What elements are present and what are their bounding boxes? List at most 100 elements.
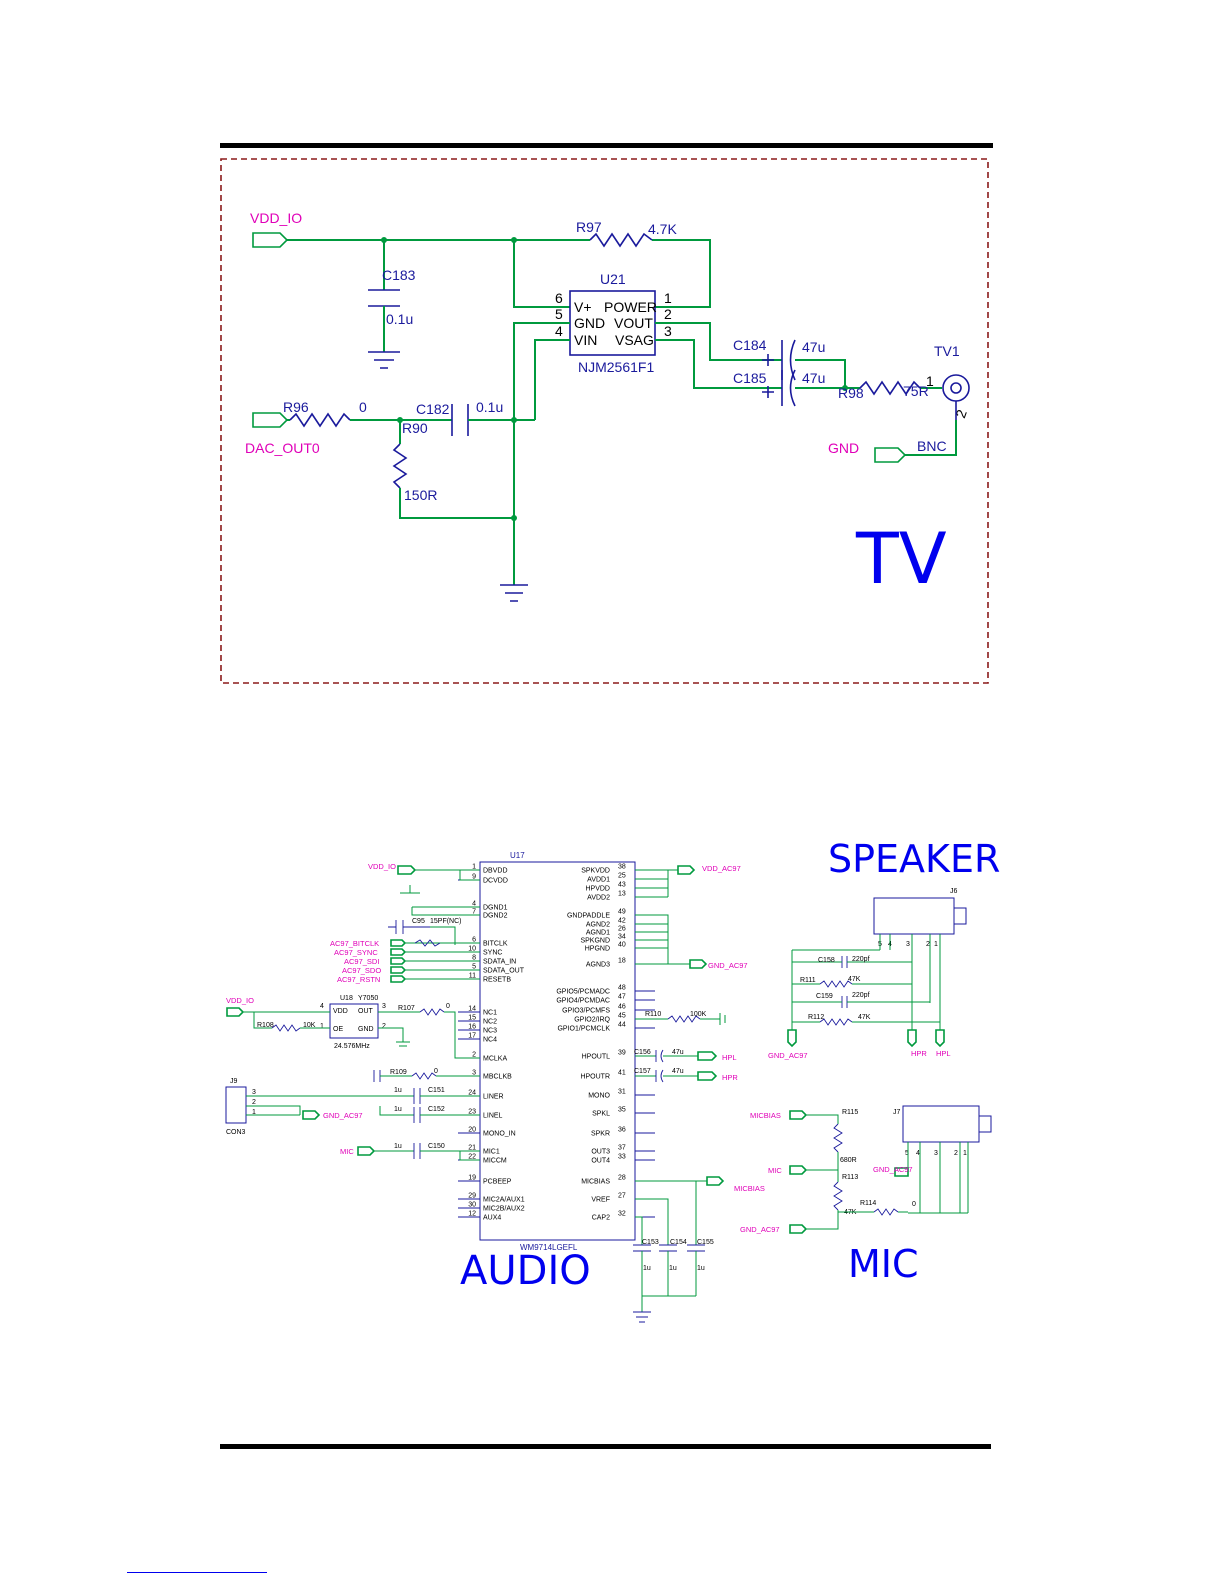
u17-pin-name: MICBIAS [581,1179,610,1186]
j9-ref: J9 [230,1078,238,1085]
c159-value: 220pf [852,992,870,999]
u17-pin-name: DCVDD [483,878,508,885]
u17-pin-name: SPKR [591,1131,610,1138]
r115-value: 680R [840,1157,857,1164]
u17-pin-name: GPIO3/PCMFS [562,1008,610,1015]
c150-value: 1u [394,1143,402,1150]
r114-value: 0 [912,1201,916,1208]
u17-pin-name: OUT4 [591,1158,610,1165]
vdd-io-port [252,232,289,248]
r98-resistor [859,380,921,396]
u17-pin-number: 37 [618,1145,626,1152]
u17-pin-number: 15 [468,1015,476,1022]
u17-pin-name: OUT3 [591,1149,610,1156]
r110-ref: R110 [645,1011,661,1018]
r108-resistor [271,1024,301,1032]
u17-pin-number: 27 [618,1193,626,1200]
r110-value: 100K [690,1011,707,1018]
u17-pin-number: 30 [468,1202,476,1209]
r98-value: 75R [903,383,929,399]
u17-pin-number: 31 [618,1089,626,1096]
u21-pin4-name: VIN [574,332,597,348]
j9-pin1: 1 [252,1109,256,1116]
u17-pin-name: MIC2B/AUX2 [483,1206,525,1213]
r107-ref: R107 [398,1005,415,1012]
r96-resistor [289,412,351,428]
u18-oe-name: OE [333,1026,343,1033]
speaker-title: SPEAKER [828,837,1000,881]
r109-ref: R109 [390,1069,407,1076]
u17-pin-number: 16 [468,1024,476,1031]
r113-resistor [833,1181,843,1211]
vdd-io-label: VDD_IO [250,210,302,226]
bottom-rule [220,1444,991,1449]
u17-pin-number: 38 [618,864,626,871]
c159-capacitor [841,996,848,1008]
j9-pin3: 3 [252,1089,256,1096]
speaker-hpr-label: HPR [911,1049,927,1058]
u17-pin-number: 46 [618,1004,626,1011]
u17-pin-name: SPKGND [580,938,610,945]
u17-pin-name: AGND2 [586,922,610,929]
speaker-hpl-label: HPL [936,1049,951,1058]
u17-pin-number: 48 [618,985,626,992]
u17-ref: U17 [510,851,525,860]
u17-pin-number: 2 [472,1052,476,1059]
c151-value: 1u [394,1087,402,1094]
audio-vdd-io-label: VDD_IO [368,862,396,871]
u18-gnd-name: GND [358,1026,374,1033]
gnd-label: GND [828,440,859,456]
u17-pin-number: 29 [468,1193,476,1200]
u18-pin4: 4 [320,1003,324,1010]
c151-capacitor [413,1088,421,1104]
c185-capacitor [781,369,796,407]
u18-ref: U18 [340,995,353,1002]
c95-capacitor [388,920,430,934]
u18-pin1: 1 [320,1023,324,1030]
u17-pin-number: 24 [468,1090,476,1097]
c153-value: 1u [643,1265,651,1272]
u21-pin4-num: 4 [555,323,563,339]
r107-resistor [419,1008,445,1016]
tv1-pin2: 2 [952,407,970,420]
u17-pin-number: 8 [472,955,476,962]
u21-pin2-num: 2 [664,306,672,322]
c185-ref: C185 [733,370,767,386]
speaker-gnd-label: GND_AC97 [768,1051,808,1060]
c150-ref: C150 [428,1143,445,1150]
u18-out-name: OUT [358,1008,374,1015]
audio-section: U17 WM9714LGEFL 1DBVDD9DCVDD4DGND17DGND2… [225,851,765,1323]
u17-pin-number: 10 [468,946,476,953]
u17-pin-name: AGND3 [586,962,610,969]
j6-connector [873,897,955,935]
r108-ref: R108 [257,1022,274,1029]
u17-pin-number: 42 [618,918,626,925]
j6-ref: J6 [950,888,958,895]
u17-pin-number: 3 [472,1070,476,1077]
u17-pin-number: 41 [618,1070,626,1077]
c95-ref: C95 [412,918,425,925]
u17-pin-name: DGND1 [483,905,508,912]
u17-pin-number: 33 [618,1154,626,1161]
speaker-section: SPEAKER J6 5 4 3 2 1 C158 220pf R111 47K… [768,837,1000,1060]
j7-pin5: 5 [905,1150,909,1157]
r112-value: 47K [858,1014,871,1021]
ac97-bitclk-label: AC97_BITCLK [330,939,379,948]
u17-part: WM9714LGEFL [520,1243,578,1252]
mic-gnd-left-label: GND_AC97 [740,1225,780,1234]
r111-ref: R111 [800,977,816,984]
u17-right-pins: 38SPKVDD25AVDD143HPVDD13AVDD249GNDPADDLE… [556,864,655,1222]
u17-pin-number: 36 [618,1127,626,1134]
gnd-ac97-right-label: GND_AC97 [708,961,748,970]
u17-pin-name: DBVDD [483,868,508,875]
footer-link-underline[interactable] [127,1572,267,1573]
tv-section: VDD_IO R97 4.7K C183 0.1u U21 NJM2561F1 … [220,158,989,684]
dac-out-label: DAC_OUT0 [245,440,320,456]
j6-pin3: 3 [906,941,910,948]
c159-ref: C159 [816,993,833,1000]
u17-pin-name: MICCM [483,1158,507,1165]
c183-capacitor [368,289,400,307]
c155-ref: C155 [697,1239,714,1246]
u17-pin-name: SPKL [592,1111,610,1118]
mic-title: MIC [848,1242,919,1286]
